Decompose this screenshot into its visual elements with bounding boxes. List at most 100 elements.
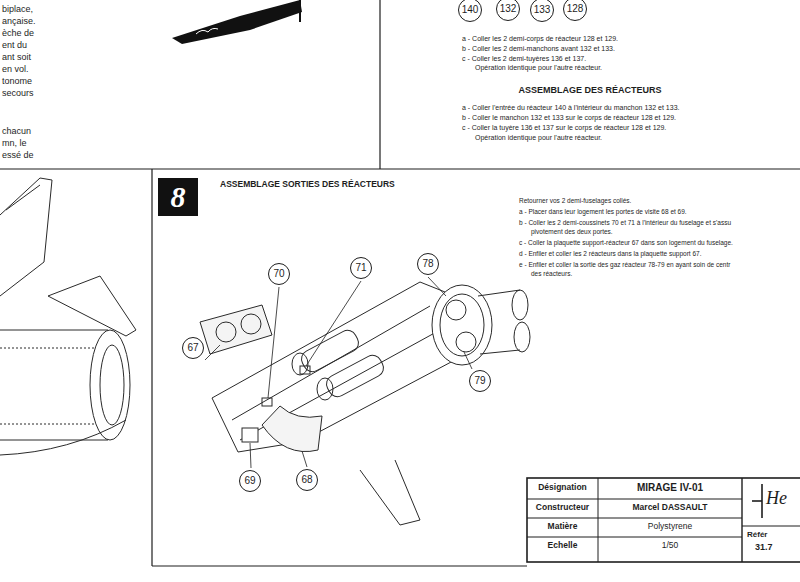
- callout-number: 69: [244, 476, 255, 486]
- engine-assembly: [200, 282, 530, 525]
- callout-circle: 128: [563, 0, 588, 21]
- section-heading: ASSEMBLAGE DES RÉACTEURS: [518, 85, 661, 95]
- callout-number: 128: [567, 4, 584, 14]
- callout-circle: 78: [417, 253, 439, 275]
- line-art: [151, 169, 152, 566]
- line-art: [456, 332, 476, 352]
- instruction-line: c - Coller la tuyère 136 et 137 sur le c…: [462, 124, 666, 132]
- line-art: [100, 345, 124, 425]
- instruction-line: des réacteurs.: [531, 270, 572, 277]
- line-art: [317, 378, 333, 400]
- note-fragment: essé de: [2, 150, 34, 160]
- table-cell: Echelle: [548, 541, 578, 551]
- instruction-line: e - Enfiler et coller la sortie des gaz …: [519, 261, 730, 268]
- line-art: [0, 330, 108, 331]
- callout-number: 68: [301, 475, 312, 485]
- callout-circle: 68: [296, 469, 318, 491]
- line-art: [0, 168, 800, 169]
- note-fragment: mn, le: [2, 138, 27, 148]
- callout-number: 140: [462, 5, 479, 15]
- line-art: [216, 322, 236, 342]
- callout-circle: 67: [182, 337, 204, 359]
- line-art: [742, 526, 800, 527]
- line-art: [0, 420, 126, 455]
- line-art: [741, 478, 742, 562]
- aircraft-tail: [0, 178, 136, 455]
- instruction-line: Opération identique pour l'autre réacteu…: [475, 64, 602, 72]
- line-art: [268, 287, 279, 398]
- note-fragment: secours: [2, 88, 34, 98]
- instruction-line: a - Coller l'entrée du réacteur 140 à l'…: [462, 104, 679, 112]
- note-fragment: chacun: [2, 126, 31, 136]
- line-art: [48, 276, 136, 336]
- line-art: [527, 499, 742, 500]
- line-art: [299, 0, 301, 22]
- instruction-line: a - Placer dans leur logement les portes…: [519, 208, 687, 215]
- line-art: [0, 348, 95, 424]
- callout-number: 78: [422, 259, 433, 269]
- instruction-line: c - Coller la plaquette support-réacteur…: [519, 239, 733, 246]
- line-art: [196, 28, 218, 34]
- callout-number: 132: [500, 4, 517, 14]
- instruction-line: Retourner vos 2 demi-fuselages collés.: [519, 197, 631, 204]
- line-art: [90, 330, 130, 440]
- line-art: [205, 345, 220, 360]
- line-art: [432, 285, 492, 365]
- frame-lines: [0, 0, 800, 566]
- reference-number: 31.7: [755, 542, 773, 552]
- instruction-line: b - Coller les 2 demi-coussinets 70 et 7…: [519, 219, 731, 226]
- line-art: [262, 406, 322, 452]
- line-art: [478, 290, 520, 354]
- top-blade: [172, 0, 302, 44]
- instruction-line: b - Coller les 2 demi-manchons avant 132…: [462, 45, 615, 53]
- leader-lines: [205, 277, 472, 468]
- line-art: [360, 460, 420, 525]
- line-art: [379, 0, 380, 169]
- line-art: [527, 537, 742, 538]
- table-cell: MIRAGE IV-01: [637, 482, 703, 494]
- line-art: [464, 352, 472, 369]
- callout-number: 79: [474, 376, 485, 386]
- line-art: [752, 500, 762, 502]
- line-art: [0, 440, 108, 441]
- callout-circle: 132: [496, 0, 521, 21]
- reference-label: Référ: [747, 530, 767, 539]
- line-art: [200, 305, 272, 354]
- instruction-line: a - Coller les 2 demi-corps de réacteur …: [462, 35, 618, 43]
- callout-circle: 69: [239, 470, 261, 492]
- line-art: [262, 398, 272, 406]
- line-art: [527, 518, 742, 519]
- note-fragment: ent du: [2, 40, 27, 50]
- table-cell: Matière: [548, 522, 578, 532]
- note-fragment: biplace,: [2, 4, 33, 14]
- line-art: [514, 322, 530, 352]
- step-number-box: 8: [158, 178, 198, 216]
- line-art: [172, 0, 302, 44]
- note-fragment: en vol.: [2, 64, 29, 74]
- table-cell: Marcel DASSAULT: [633, 503, 708, 513]
- line-art: [446, 300, 466, 320]
- line-art: [212, 282, 470, 452]
- step-number: 8: [171, 182, 186, 212]
- line-art: [598, 478, 599, 562]
- instruction-line: Opération identique pour l'autre réacteu…: [475, 134, 602, 142]
- table-cell: 1/50: [662, 541, 679, 551]
- table-cell: Désignation: [538, 483, 587, 493]
- line-art: [302, 451, 307, 467]
- line-art: [6, 185, 40, 210]
- line-art: [527, 478, 800, 562]
- note-fragment: èche de: [2, 28, 34, 38]
- callout-number: 70: [273, 269, 284, 279]
- callout-circle: 133: [530, 0, 555, 22]
- line-art: [0, 178, 52, 296]
- line-art: [242, 428, 258, 442]
- callout-circle: 70: [268, 263, 290, 285]
- line-art: [440, 294, 484, 356]
- line-art: [241, 314, 261, 334]
- note-fragment: tonome: [2, 76, 32, 86]
- line-art: [306, 281, 361, 366]
- note-fragment: ant soit: [2, 52, 31, 62]
